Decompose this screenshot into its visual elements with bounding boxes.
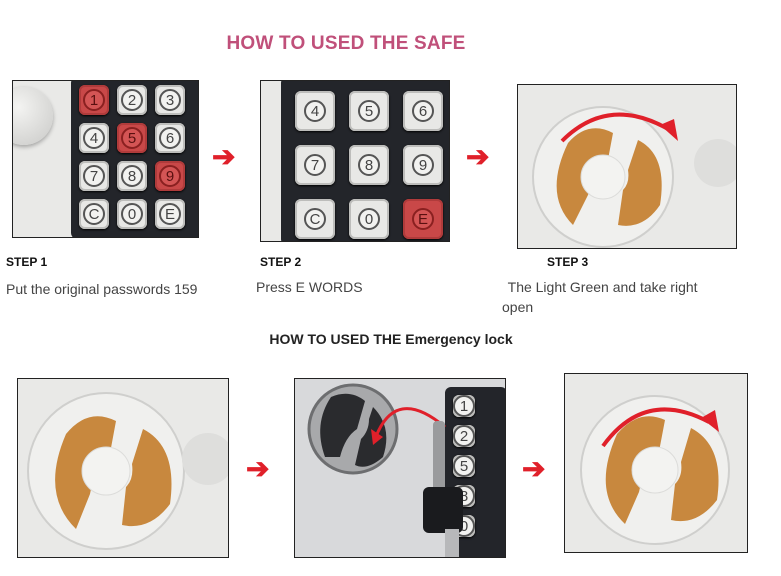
step3-description-line2: open	[502, 299, 534, 315]
keypad-key-C: C	[79, 199, 109, 229]
arrow-right-icon: ➔	[466, 141, 490, 172]
keypad-key-4: 4	[295, 91, 335, 131]
keypad-key-label: 9	[159, 165, 181, 187]
keypad-key-C: C	[295, 199, 335, 239]
keypad-key-label: 5	[453, 455, 475, 477]
step3-image	[517, 84, 737, 249]
keypad-key-label: 6	[159, 127, 181, 149]
keypad-key-label: 2	[453, 425, 475, 447]
keypad-key-label: 0	[121, 203, 143, 225]
keypad-key-9: 9	[155, 161, 185, 191]
knob-icon	[27, 392, 228, 550]
arrow-right-icon: ➔	[246, 453, 270, 484]
emergency-step1-image	[17, 378, 229, 558]
keypad-key-label: 5	[121, 127, 143, 149]
keypad-key-8: 8	[117, 161, 147, 191]
keypad-key-7: 7	[79, 161, 109, 191]
step1-description: Put the original passwords 159	[6, 281, 198, 297]
keypad-key-5: 5	[453, 455, 475, 477]
keypad-key-2: 2	[117, 85, 147, 115]
keypad-key-label: E	[159, 203, 181, 225]
step2-description: Press E WORDS	[256, 279, 363, 295]
keypad-key-E: E	[403, 199, 443, 239]
arrow-right-icon: ➔	[522, 453, 546, 484]
turn-knob-icon	[532, 106, 736, 248]
keypad-key-label: C	[304, 208, 326, 230]
keypad-key-label: 9	[412, 154, 434, 176]
keypad-key-6: 6	[155, 123, 185, 153]
emergency-step3-image	[564, 373, 748, 553]
keypad-key-9: 9	[403, 145, 443, 185]
keypad-key-7: 7	[295, 145, 335, 185]
keypad-key-label: 8	[358, 154, 380, 176]
keypad-key-4: 4	[79, 123, 109, 153]
keypad-key-label: 6	[412, 100, 434, 122]
step3-label: STEP 3	[547, 255, 589, 269]
turn-knob-icon	[580, 395, 730, 545]
keypad-key-6: 6	[403, 91, 443, 131]
step3-description-line1: The Light Green and take right	[504, 279, 698, 295]
key-insert-icon	[307, 383, 463, 557]
keypad-key-label: 4	[304, 100, 326, 122]
keypad-key-label: E	[412, 208, 434, 230]
keypad-key-3: 3	[155, 85, 185, 115]
page-title: HOW TO USED THE SAFE	[226, 33, 466, 54]
keypad-key-label: C	[83, 203, 105, 225]
keypad-key-5: 5	[349, 91, 389, 131]
keypad-key-label: 1	[83, 89, 105, 111]
keypad-key-label: 1	[453, 395, 475, 417]
keypad-key-label: 2	[121, 89, 143, 111]
keypad-key-label: 7	[83, 165, 105, 187]
keypad-key-E: E	[155, 199, 185, 229]
keypad-key-label: 8	[121, 165, 143, 187]
keypad-key-0: 0	[117, 199, 147, 229]
section-subtitle: HOW TO USED THE Emergency lock	[269, 331, 513, 347]
keypad-key-label: 4	[83, 127, 105, 149]
keypad-key-8: 8	[349, 145, 389, 185]
keypad-key-label: 0	[358, 208, 380, 230]
keypad-key-1: 1	[79, 85, 109, 115]
keypad-key-5: 5	[117, 123, 147, 153]
arrow-right-icon: ➔	[212, 141, 236, 172]
step2-label: STEP 2	[260, 255, 302, 269]
keypad-key-2: 2	[453, 425, 475, 447]
keypad-key-label: 7	[304, 154, 326, 176]
keypad-key-0: 0	[349, 199, 389, 239]
side-knob	[13, 87, 53, 145]
keypad-key-label: 3	[159, 89, 181, 111]
keypad-key-label: 5	[358, 100, 380, 122]
keypad-key-1: 1	[453, 395, 475, 417]
step1-label: STEP 1	[6, 255, 48, 269]
